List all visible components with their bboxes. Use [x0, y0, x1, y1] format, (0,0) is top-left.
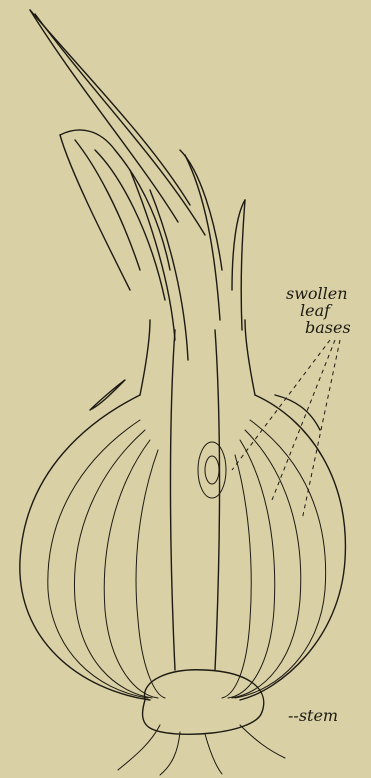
onion-scales	[48, 330, 326, 698]
label-stem: --stem	[288, 708, 338, 724]
label-swollen: swollen	[286, 286, 348, 302]
onion-leaves	[30, 10, 245, 360]
label-bases: bases	[305, 320, 351, 336]
onion-bulb	[20, 320, 346, 700]
label-leaf: leaf	[300, 303, 330, 319]
stem-label-wrap: --stem	[288, 708, 338, 724]
